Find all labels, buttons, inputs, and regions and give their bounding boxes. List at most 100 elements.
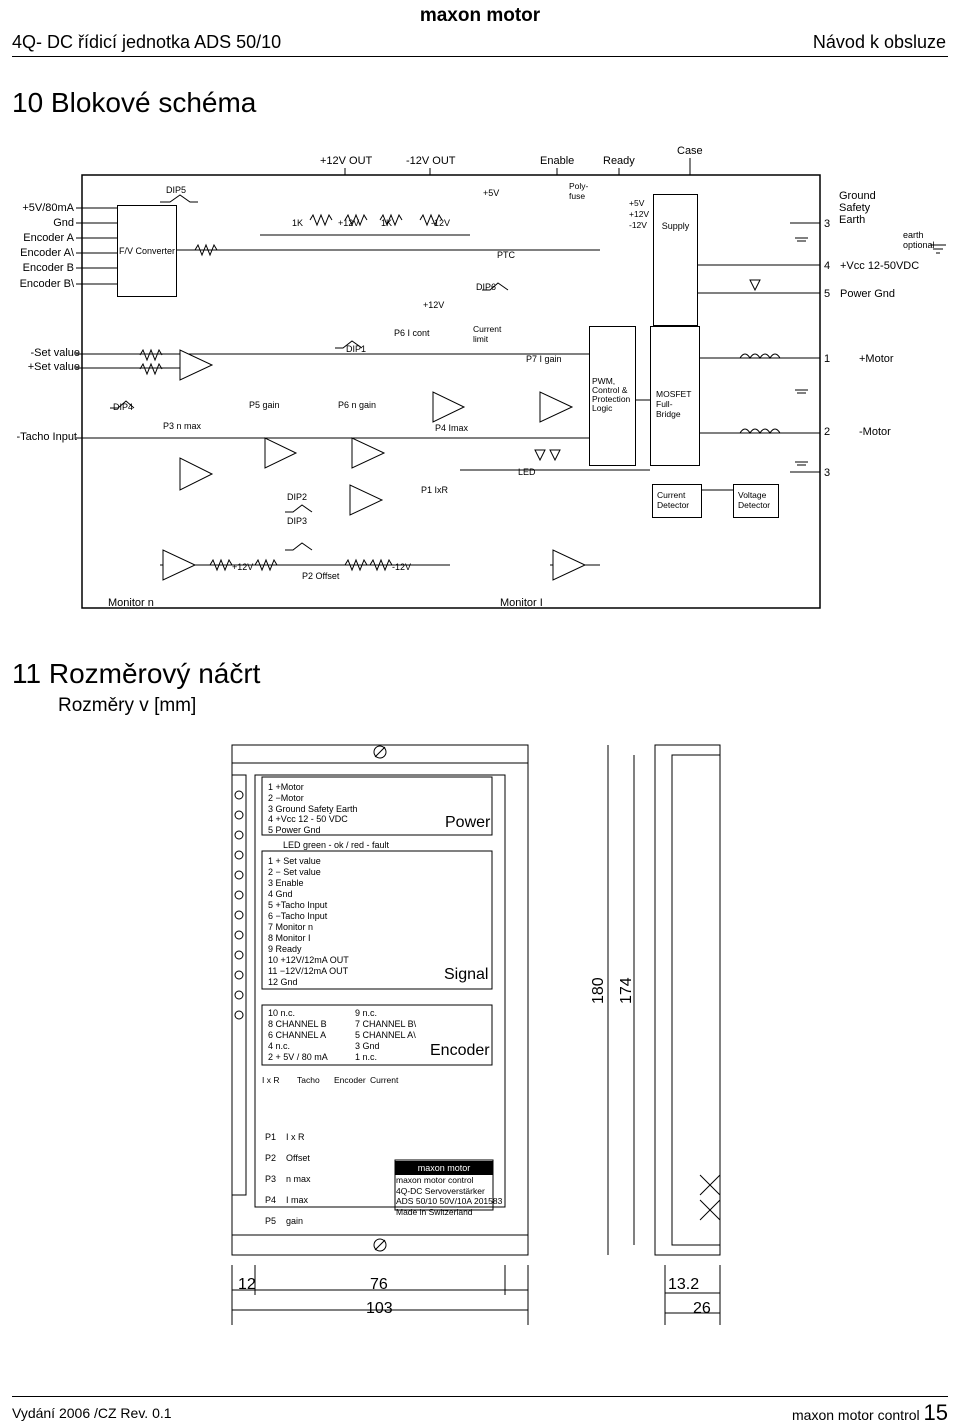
block-diagram-lines (76, 158, 946, 609)
label-current-limit: Current limit (473, 324, 502, 344)
label-enable: Enable (540, 155, 575, 167)
footer-rule (12, 1396, 948, 1397)
label-p12-a: +12V (338, 218, 360, 228)
page-number: 15 (923, 1400, 948, 1425)
mosfet-block: MOSFET Full-Bridge (650, 326, 700, 466)
label-p12-c: +12V (232, 562, 254, 572)
label-dip6: DIP6 (476, 282, 497, 292)
signal-item: 7 Monitor n (268, 922, 314, 932)
dip3-label: DIP3 (287, 516, 308, 526)
signal-item: 12 Gnd (268, 977, 298, 987)
encoder-item: 6 CHANNEL A (268, 1030, 327, 1040)
encoder-title: Encoder (430, 1042, 490, 1059)
label-1k-b: 1K (381, 218, 393, 228)
term-4-num: 4 (824, 260, 831, 272)
encoder-list-right: 9 n.c. 7 CHANNEL B\ 5 CHANNEL A\ 3 Gnd 1… (355, 1008, 416, 1063)
label-brand: maxon motor (395, 1161, 493, 1175)
label-p2-offset: P2 Offset (302, 571, 340, 581)
label-monitor-n: Monitor n (108, 597, 154, 609)
label-p5-gain: P5 gain (249, 400, 280, 410)
signal-item: 1 + Set value (268, 856, 321, 866)
dim-174: 174 (618, 977, 635, 1004)
current-detector: Current Detector (652, 484, 702, 518)
term-1-label: +Motor (859, 353, 894, 365)
encoder-item: 7 CHANNEL B\ (355, 1019, 417, 1029)
fv-converter: F/V Converter (117, 205, 177, 297)
term-5-num: 5 (824, 288, 831, 300)
earth-optional: earth optional (903, 230, 935, 250)
doc-type: Návod k obsluze (812, 32, 946, 52)
label-p6-ngain: P6 n gain (338, 400, 377, 410)
label-led: LED (518, 467, 536, 477)
input-enc-b-inv: Encoder B\ (19, 278, 74, 290)
dip-label-ixr: I x R (262, 1075, 280, 1085)
dim-26: 26 (693, 1300, 711, 1317)
label-box-text: maxon motor control 4Q-DC Servoverstärke… (396, 1175, 503, 1217)
term-5-label: Power Gnd (840, 288, 896, 300)
term-3-num: 3 (824, 218, 831, 230)
encoder-item: 10 n.c. (268, 1008, 296, 1018)
pot-item: P5 gain (265, 1216, 304, 1226)
encoder-item: 4 n.c. (268, 1041, 291, 1051)
label-12v-out: +12V OUT (320, 155, 373, 167)
signal-item: 11 −12V/12mA OUT (268, 966, 349, 976)
pot-item: P3 n max (265, 1174, 311, 1184)
dimension-drawing-lines (231, 744, 721, 1325)
dip1-label: DIP1 (346, 344, 367, 354)
label-1k-a: 1K (292, 218, 304, 228)
encoder-item: 1 n.c. (355, 1052, 378, 1062)
label-ready: Ready (603, 155, 635, 167)
dim-180: 180 (590, 977, 607, 1004)
input-gnd: Gnd (53, 217, 74, 229)
term-1-num: 1 (824, 353, 831, 365)
pot-item: P2 Offset (265, 1153, 310, 1163)
encoder-item: 3 Gnd (355, 1041, 380, 1051)
label-p12-b: +12V (423, 300, 445, 310)
term-2-num: 2 (824, 426, 831, 438)
signal-item: 10 +12V/12mA OUT (268, 955, 349, 965)
signal-list: 1 + Set value 2 − Set value 3 Enable 4 G… (268, 856, 349, 988)
header-rule (12, 56, 948, 57)
pot-item: P4 I max (265, 1195, 309, 1205)
brand-title: maxon motor (419, 5, 541, 26)
footer-edition: Vydání 2006 /CZ Rev. 0.1 (12, 1405, 172, 1421)
voltage-detector: Voltage Detector (733, 484, 779, 518)
dim-103: 103 (366, 1300, 393, 1317)
signal-item: 8 Monitor I (268, 933, 311, 943)
power-item: 5 Power Gnd (268, 825, 321, 836)
section-11-title: 11 Rozměrový náčrt (12, 658, 261, 689)
signal-title: Signal (444, 966, 489, 983)
power-item: 2 −Motor (268, 792, 304, 803)
power-item: 1 +Motor (268, 782, 304, 792)
dim-76: 76 (370, 1276, 388, 1293)
dip-label-current: Current (370, 1075, 399, 1085)
encoder-item: 5 CHANNEL A\ (355, 1030, 416, 1040)
pot-item: P1 I x R (265, 1132, 305, 1142)
dip5-label: DIP5 (166, 185, 187, 195)
label-m12-a: -12V (431, 218, 451, 228)
doc-title: 4Q- DC řídicí jednotka ADS 50/10 (12, 32, 282, 52)
input-enc-a-inv: Encoder A\ (20, 247, 74, 259)
dip-label-tacho: Tacho (297, 1075, 320, 1085)
term-2-label: -Motor (859, 426, 891, 438)
label-p5v: +5V (483, 188, 500, 198)
term-3-label: Ground Safety Earth (839, 190, 876, 226)
label-case: Case (677, 145, 703, 157)
signal-item: 3 Enable (268, 878, 304, 888)
dim-13-2: 13.2 (668, 1276, 700, 1293)
input-enc-a: Encoder A (23, 232, 74, 244)
section-10-title: 10 Blokové schéma (12, 87, 257, 118)
label-ptc: PTC (497, 250, 515, 260)
pwm-block: PWM, Control & Protection Logic (589, 326, 636, 466)
dip4-label: DIP4 (113, 402, 134, 412)
term-3b-num: 3 (824, 467, 831, 479)
term-4-label: +Vcc 12-50VDC (840, 260, 920, 272)
label-p3-nmax: P3 n max (163, 421, 202, 431)
encoder-item: 8 CHANNEL B (268, 1019, 327, 1029)
dip2-label: DIP2 (287, 492, 308, 502)
power-item: 4 +Vcc 12 - 50 VDC (268, 814, 348, 825)
encoder-item: 9 n.c. (355, 1008, 378, 1018)
encoder-item: 2 + 5V / 80 mA (268, 1052, 328, 1062)
label-m12-c: -12V (392, 562, 412, 572)
label-p6-icont: P6 I cont (394, 328, 430, 338)
